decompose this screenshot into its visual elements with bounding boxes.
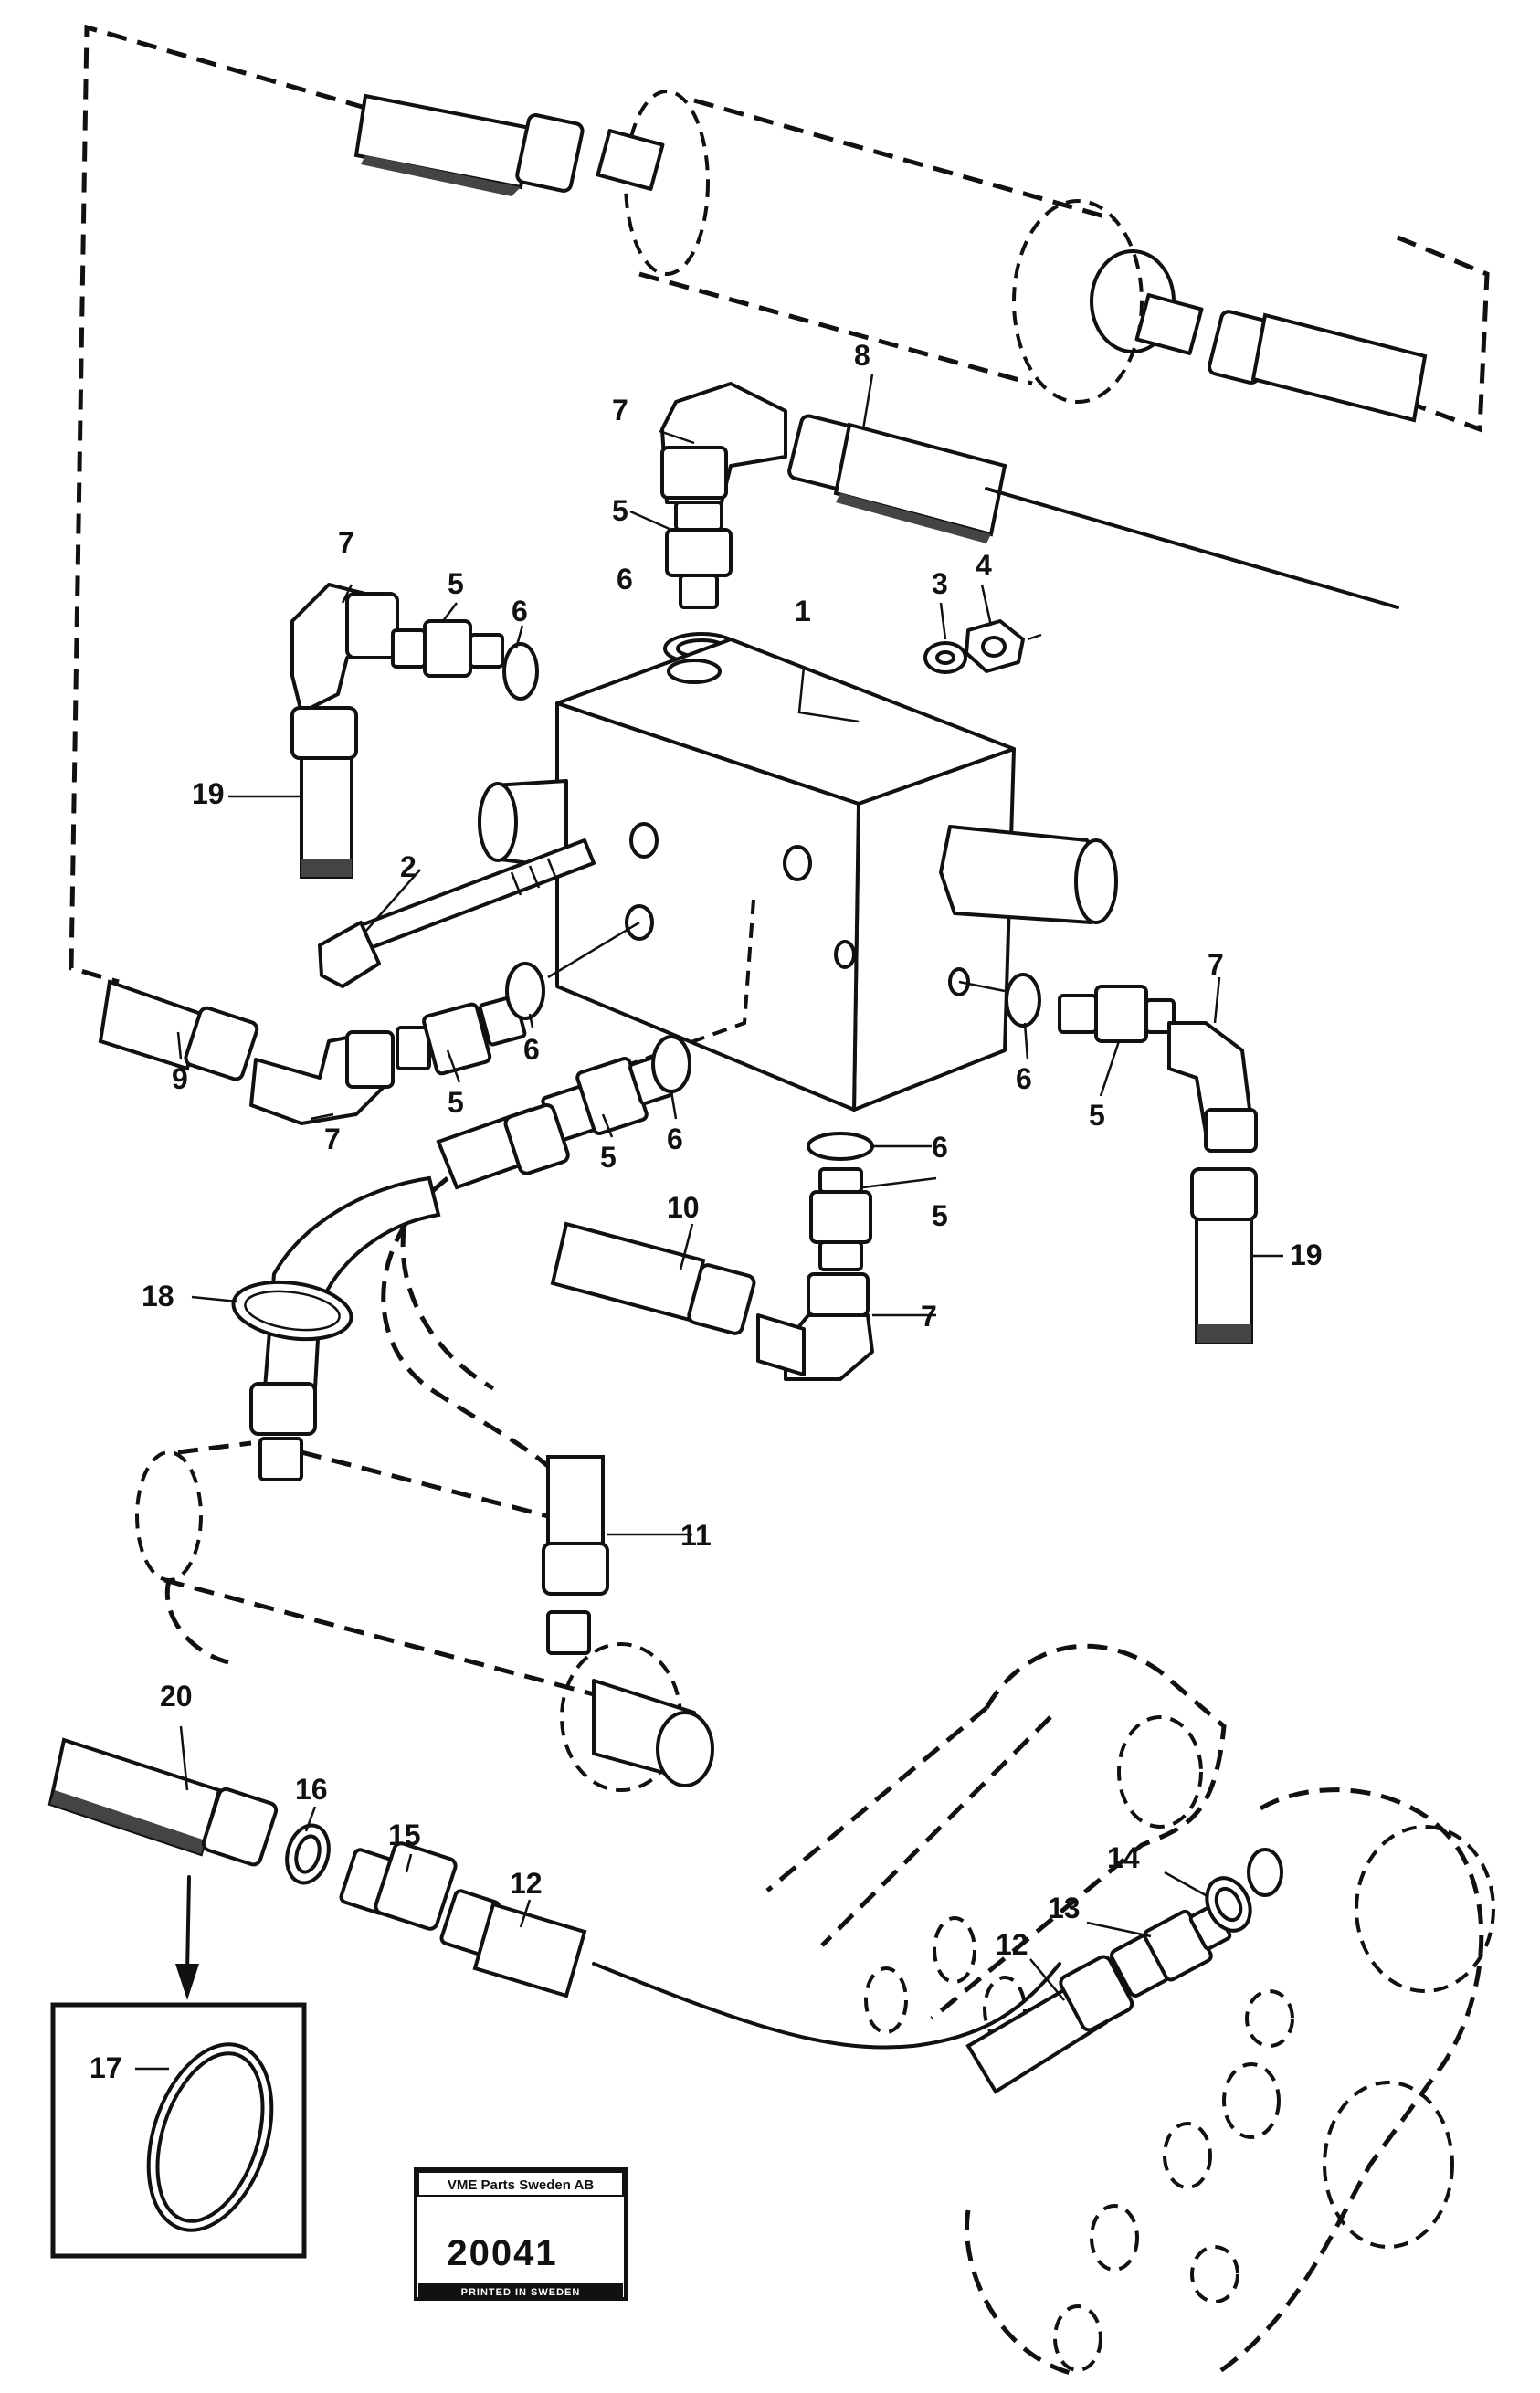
callout-12-right: 12	[996, 1928, 1028, 1961]
hose-10	[550, 1221, 806, 1376]
dashed-hose-curve-center-2	[400, 1196, 495, 1391]
callout-13: 13	[1048, 1892, 1081, 1924]
seal-6-upper-left	[502, 642, 539, 701]
callout-6-center: 6	[667, 1123, 683, 1155]
block-right-stub	[939, 825, 1118, 924]
nipple-5-lower-left	[396, 995, 527, 1076]
stamp-number: 20041	[447, 2233, 557, 2273]
hose-20	[47, 1737, 279, 1867]
callout-8: 8	[854, 339, 870, 372]
elbow-7-upper-left	[290, 583, 399, 714]
bolt-2	[318, 838, 596, 988]
adapter-15	[339, 1841, 458, 1931]
callout-6-lower-center: 6	[932, 1131, 948, 1164]
upper-left-hose	[353, 93, 585, 196]
callout-5-top: 5	[612, 494, 628, 527]
upper-right-hose	[1208, 310, 1428, 423]
callout-9: 9	[172, 1062, 188, 1095]
callout-5-upper-left: 5	[448, 567, 464, 600]
nipple-5-upper-left	[391, 619, 504, 678]
leader-lines	[135, 374, 1283, 2071]
callout-14: 14	[1107, 1841, 1140, 1874]
callout-2: 2	[400, 850, 417, 883]
seal-6-right	[1005, 973, 1041, 1028]
hose-center-upper	[436, 1102, 570, 1190]
callout-6-right: 6	[1016, 1062, 1032, 1095]
nipple-5-right	[1058, 985, 1176, 1043]
stamp-title: VME Parts Sweden AB	[448, 2177, 594, 2193]
bolt-top-dashline	[1027, 633, 1042, 641]
fitting-13	[1110, 1903, 1232, 1998]
hose-12-right	[965, 1955, 1134, 2094]
seal-14-inner	[1214, 1886, 1243, 1923]
valve-block-1	[555, 638, 1016, 1112]
callout-18: 18	[142, 1280, 174, 1312]
callout-12-left: 12	[510, 1867, 543, 1900]
callout-19-right: 19	[1290, 1239, 1323, 1271]
callout-7-lower-left: 7	[324, 1123, 341, 1155]
bracket-port	[1247, 1848, 1283, 1897]
nipple-5-lower-center	[809, 1167, 872, 1271]
seal-line-right	[958, 980, 1006, 993]
seal-6-lower-center	[807, 1132, 874, 1161]
callout-7-upper-left: 7	[338, 526, 354, 559]
callout-17: 17	[90, 2051, 122, 2084]
hose-8	[787, 414, 1399, 609]
dashed-hose-route-right	[1397, 235, 1490, 433]
hose-19-right	[1190, 1167, 1258, 1344]
block-left-stub	[478, 779, 568, 870]
nut-4	[965, 619, 1025, 673]
callout-6-upper-left: 6	[512, 595, 528, 627]
hose-11	[542, 1455, 609, 1596]
lower-cylinder	[135, 1440, 714, 1792]
seal-line-lower-left	[547, 921, 640, 979]
detail-leader-line	[185, 1875, 191, 1975]
detail-leader-arrow	[175, 1964, 199, 2000]
parts-stamp: VME Parts Sweden AB 20041 PRINTED IN SWE…	[414, 2167, 628, 2301]
callout-5-right: 5	[1089, 1099, 1105, 1132]
elbow-7-right	[1167, 1021, 1258, 1153]
seal-6-center	[651, 1035, 691, 1093]
upper-cylinder	[596, 90, 1204, 404]
callout-16: 16	[295, 1773, 328, 1806]
callout-7-right: 7	[1208, 948, 1224, 981]
callout-7-lower-center: 7	[921, 1300, 937, 1333]
elbow-7-top	[660, 382, 787, 504]
axle-bracket	[765, 1643, 1495, 2377]
callout-15: 15	[388, 1818, 421, 1851]
callout-3: 3	[932, 567, 948, 600]
dashed-hose-route-left	[69, 24, 366, 985]
elbow-7-lower-center	[784, 1272, 874, 1381]
hose-12-left	[439, 1889, 1061, 2050]
o-ring-17-inner	[155, 2051, 265, 2223]
callout-19-left: 19	[192, 777, 225, 810]
hose-19-left	[290, 706, 358, 879]
callout-4: 4	[976, 549, 992, 582]
washer-3	[923, 641, 967, 674]
callout-1: 1	[795, 595, 811, 627]
callout-11: 11	[680, 1519, 712, 1552]
callout-5-center: 5	[600, 1141, 617, 1174]
callout-6-lower-left: 6	[523, 1033, 540, 1066]
elbow-7-lower-left	[249, 1030, 395, 1125]
nipple-5-top	[665, 501, 733, 609]
nipple-5-center	[541, 1054, 674, 1144]
callout-5-lower-left: 5	[448, 1086, 464, 1119]
stamp-footer: PRINTED IN SWEDEN	[461, 2287, 581, 2298]
seal-16	[285, 1823, 331, 1885]
hose-9	[98, 979, 259, 1081]
hose-clamp-18-assembly	[231, 1175, 441, 1481]
seal-6-lower-left	[505, 962, 545, 1020]
callout-7-top: 7	[612, 394, 628, 427]
callout-5-lower-center: 5	[932, 1199, 948, 1232]
callout-20: 20	[160, 1680, 193, 1713]
callout-6-top: 6	[617, 563, 633, 596]
washer-3-inner	[935, 650, 955, 665]
callout-10: 10	[667, 1191, 700, 1224]
seal-16-inner	[294, 1834, 322, 1874]
